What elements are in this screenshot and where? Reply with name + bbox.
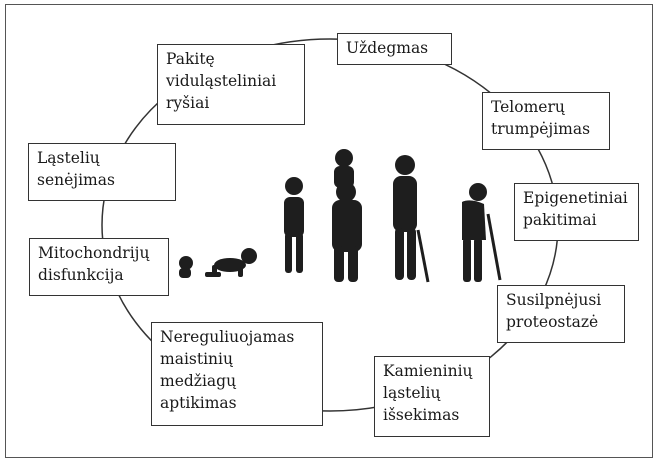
parent-with-child-silhouette	[332, 149, 362, 282]
child-silhouette	[284, 177, 304, 273]
hallmark-label: Uždegmas	[346, 37, 443, 59]
hallmark-box-telomeres: Telomerų trumpėjimas	[482, 92, 610, 150]
hallmark-label: Epigenetiniai	[523, 187, 630, 209]
hallmark-box-nutrient-sensing: Nereguliuojamas maistinių medžiagų aptik…	[151, 322, 323, 426]
hallmark-label: Ląstelių	[37, 147, 167, 169]
hallmark-box-intercellular: Pakitę viduląsteliniai ryšiai	[157, 44, 305, 125]
hallmark-label: ryšiai	[166, 92, 296, 114]
hallmark-label: Telomerų	[491, 96, 601, 118]
adult-with-cane-silhouette	[393, 155, 428, 282]
hallmark-label: proteostazė	[506, 311, 616, 333]
crawling-infant-silhouette	[205, 248, 257, 277]
hallmark-box-inflammation: Uždegmas	[337, 33, 452, 65]
human-aging-silhouettes	[179, 149, 500, 282]
hallmark-label: senėjimas	[37, 169, 167, 191]
hallmark-box-proteostasis: Susilpnėjusi proteostazė	[497, 285, 625, 343]
hallmark-label: Mitochondrijų	[38, 242, 160, 264]
elderly-silhouette	[462, 183, 500, 282]
hallmark-label: Pakitę	[166, 48, 296, 70]
hallmark-label: Susilpnėjusi	[506, 289, 616, 311]
hallmark-label: pakitimai	[523, 209, 630, 231]
hallmark-label: viduląsteliniai	[166, 70, 296, 92]
hallmark-label: ląstelių	[383, 382, 481, 404]
hallmark-label: aptikimas	[160, 392, 314, 414]
hallmark-label: disfunkcija	[38, 264, 160, 286]
hallmark-box-epigenetic: Epigenetiniai pakitimai	[514, 183, 639, 241]
hallmark-box-mitochondria: Mitochondrijų disfunkcija	[29, 238, 169, 296]
hallmark-label: medžiagų	[160, 370, 314, 392]
hallmark-box-stem-cells: Kamieninių ląstelių išsekimas	[374, 356, 490, 437]
hallmark-label: Nereguliuojamas	[160, 326, 314, 348]
hallmark-label: išsekimas	[383, 404, 481, 426]
hallmark-label: maistinių	[160, 348, 314, 370]
hallmark-box-senescence: Ląstelių senėjimas	[28, 143, 176, 201]
hallmark-label: trumpėjimas	[491, 118, 601, 140]
hallmark-label: Kamieninių	[383, 360, 481, 382]
baby-silhouette	[179, 256, 193, 278]
